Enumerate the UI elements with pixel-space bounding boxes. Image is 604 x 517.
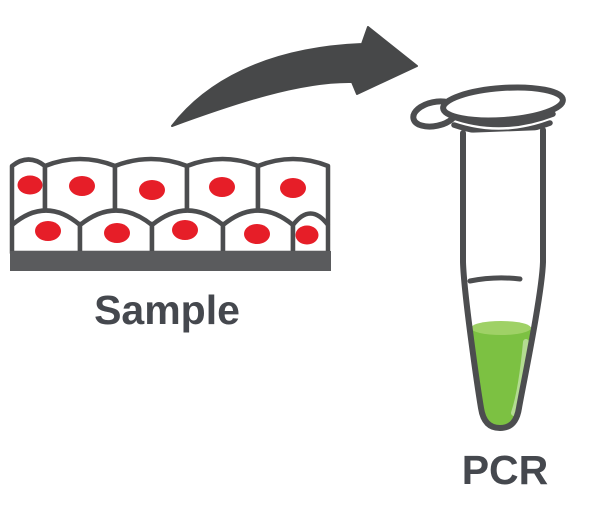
tube-liquid (471, 327, 531, 427)
tissue-sample-graphic (9, 156, 331, 271)
graduation-line (467, 275, 523, 284)
pcr-label: PCR (461, 447, 549, 493)
nucleus-icon (295, 225, 319, 245)
pcr-tube-graphic (410, 84, 566, 431)
nucleus-icon (244, 224, 270, 244)
sample-label: Sample (94, 287, 240, 333)
tissue-base-bar (10, 251, 331, 271)
nucleus-icon (17, 175, 43, 195)
nucleus-icon (172, 220, 198, 240)
nucleus-icon (69, 176, 95, 196)
arrow-swoosh (171, 26, 418, 127)
nucleus-icon (139, 180, 165, 200)
nucleus-icon (104, 223, 130, 243)
curved-arrow-icon (171, 26, 418, 127)
cell-nuclei (17, 175, 319, 245)
tube-cap-lid (440, 84, 566, 124)
tube-body-outline (460, 127, 546, 431)
nucleus-icon (209, 177, 235, 197)
liquid-surface (471, 321, 531, 335)
nucleus-icon (35, 221, 61, 241)
tube-rim-arc (448, 111, 556, 128)
nucleus-icon (280, 178, 306, 198)
